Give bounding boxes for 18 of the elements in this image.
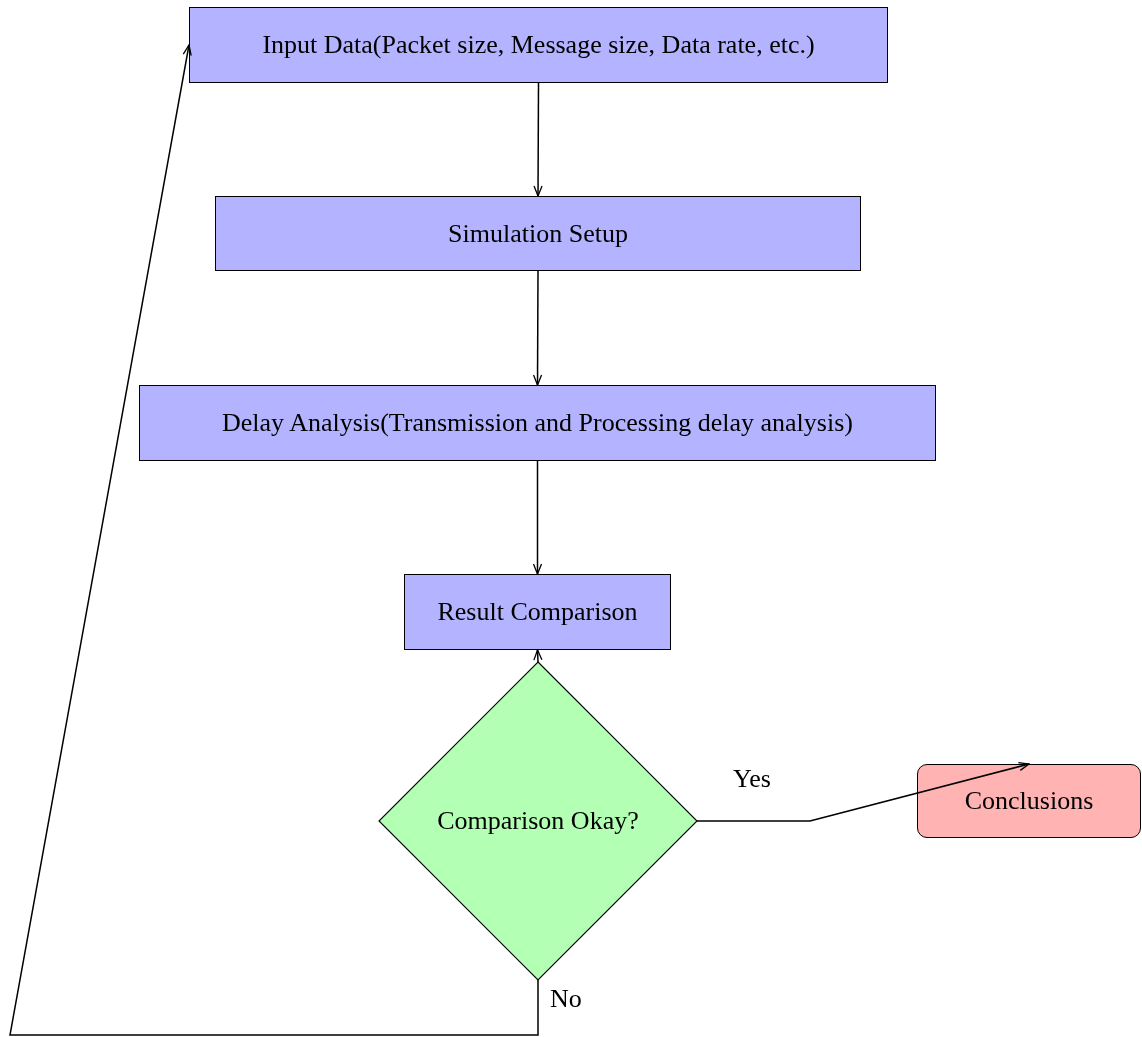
arrow [696,762,1030,822]
arrow [533,82,543,197]
decision-diamond [379,662,697,980]
process-box [189,7,888,83]
arrow [533,649,543,663]
node-text: Input Data(Packet size, Message size, Data rate, etc.) [262,30,815,60]
node-text: Simulation Setup [448,218,628,249]
node-text: Comparison Okay? [437,806,639,836]
process-box [404,574,671,650]
node-text: Result Comparison [437,597,638,627]
node-text: Delay Analysis(Transmission and Processing delay analysis) [222,408,853,438]
process-box [139,385,936,461]
arrow [532,460,543,575]
arrow [9,44,539,1036]
terminal-box [917,764,1141,838]
process-box [215,196,861,271]
node-text: Conclusions [964,786,1094,816]
arrow [532,270,543,386]
